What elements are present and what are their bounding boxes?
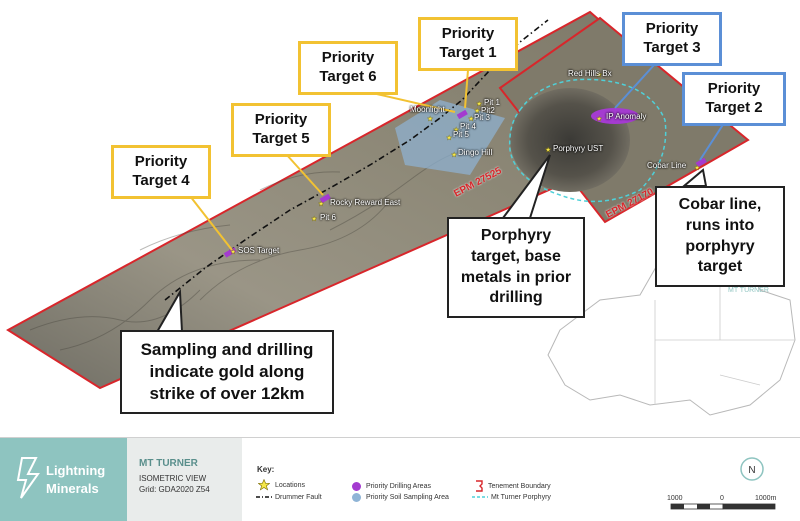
- key-locations: Locations: [275, 482, 305, 489]
- porphyry-outline: [508, 78, 667, 203]
- north-label: N: [748, 465, 755, 476]
- callout-porphyry: Porphyry target, base metals in prior dr…: [447, 217, 585, 319]
- label-red-hills-bx: Red Hills Bx: [568, 69, 612, 78]
- callout-priority-target-6: Priority Target 6: [298, 41, 398, 95]
- label-pit-2: Pit2: [481, 106, 495, 115]
- drummer-fault-line-icon: [256, 496, 272, 498]
- label-sos-target: SOS Target: [238, 246, 280, 255]
- label-porphyry-ust: Porphyry UST: [553, 144, 604, 153]
- label-pit-3: Pit 3: [474, 113, 491, 122]
- callout-priority-target-3: Priority Target 3: [622, 12, 722, 66]
- svg-text:★: ★: [311, 215, 317, 223]
- svg-text:★: ★: [427, 115, 433, 123]
- label-pit-5: Pit 5: [453, 130, 470, 139]
- key-tenement-boundary: Tenement Boundary: [488, 483, 551, 490]
- svg-text:★: ★: [545, 146, 551, 154]
- map-grid: Grid: GDA2020 Z54: [139, 485, 210, 494]
- svg-text:★: ★: [474, 107, 480, 115]
- key-priority-soil: Priority Soil Sampling Area: [366, 494, 449, 501]
- svg-text:★: ★: [453, 126, 459, 134]
- company-name-line2: Minerals: [46, 481, 99, 496]
- label-cobar-line: Cobar Line: [647, 161, 687, 170]
- callout-cobar: Cobar line, runs into porphyry target: [655, 186, 785, 288]
- key-drummer-fault: Drummer Fault: [275, 494, 322, 501]
- svg-text:★: ★: [694, 164, 700, 172]
- label-pit-4: Pit 4: [460, 122, 477, 131]
- svg-text:★: ★: [476, 100, 482, 108]
- key-priority-drilling: Priority Drilling Areas: [366, 483, 431, 490]
- lightning-bolt-icon: [16, 457, 40, 499]
- svg-text:★: ★: [446, 134, 452, 142]
- company-name-line1: Lightning: [46, 463, 106, 478]
- map-title: MT TURNER: [139, 458, 198, 469]
- north-arrow-icon: N: [740, 457, 764, 481]
- label-rocky-reward-east: Rocky Reward East: [330, 198, 401, 207]
- drilling-area-ip: [591, 108, 639, 124]
- company-logo-panel: Lightning Minerals: [0, 438, 127, 521]
- key-heading: Key:: [257, 465, 275, 474]
- callout-priority-target-2: Priority Target 2: [682, 72, 786, 126]
- callout-priority-target-4: Priority Target 4: [111, 145, 211, 199]
- map-area: ★ ★ ★ ★ ★ ★ ★ ★ ★ ★ ★ ★ ★ ★ P: [6, 10, 796, 416]
- svg-text:★: ★: [318, 200, 324, 208]
- svg-text:★: ★: [451, 151, 457, 159]
- scale-label-left: 1000: [667, 495, 683, 502]
- svg-text:★: ★: [596, 115, 602, 123]
- drilling-markers: [223, 109, 707, 258]
- callout-sampling: Sampling and drilling indicate gold alon…: [120, 330, 334, 415]
- label-pit-6: Pit 6: [320, 213, 337, 222]
- callout-priority-target-1: Priority Target 1: [418, 17, 518, 71]
- label-inset-mt-turner: MT TURNER: [728, 287, 769, 294]
- scale-bar: 1000 0 1000m: [667, 495, 777, 510]
- soil-sampling-area: [395, 100, 505, 175]
- tenement-boundary-icon: [476, 480, 483, 492]
- location-stars: ★ ★ ★ ★ ★ ★ ★ ★ ★ ★ ★ ★ ★ ★: [230, 71, 701, 256]
- label-dingo-hill: Dingo Hill: [458, 148, 493, 157]
- svg-text:★: ★: [596, 71, 602, 79]
- map-title-panel: MT TURNER ISOMETRIC VIEW Grid: GDA2020 Z…: [127, 438, 242, 521]
- label-pit-1: Pit 1: [484, 98, 501, 107]
- legend-footer: Lightning Minerals MT TURNER ISOMETRIC V…: [0, 437, 800, 521]
- label-ip-anomaly: IP Anomaly: [606, 112, 647, 121]
- map-view: ISOMETRIC VIEW: [139, 474, 207, 483]
- key-mt-turner-porphyry: Mt Turner Porphyry: [491, 494, 551, 501]
- svg-text:★: ★: [468, 115, 474, 123]
- callout-priority-target-5: Priority Target 5: [231, 103, 331, 157]
- soil-area-dot-icon: [352, 493, 361, 502]
- callout-connectors: [189, 63, 727, 251]
- porphyry-dark-area: [510, 88, 630, 192]
- australia-state-lines: [654, 265, 795, 405]
- scale-label-mid: 0: [720, 495, 724, 502]
- label-moonlight: Moonlight: [410, 105, 445, 114]
- scale-label-right: 1000m: [755, 495, 777, 502]
- drilling-area-dot-icon: [352, 482, 361, 491]
- locations-star-icon: [258, 479, 270, 491]
- porphyry-line-icon: [472, 496, 488, 498]
- svg-text:★: ★: [230, 248, 236, 256]
